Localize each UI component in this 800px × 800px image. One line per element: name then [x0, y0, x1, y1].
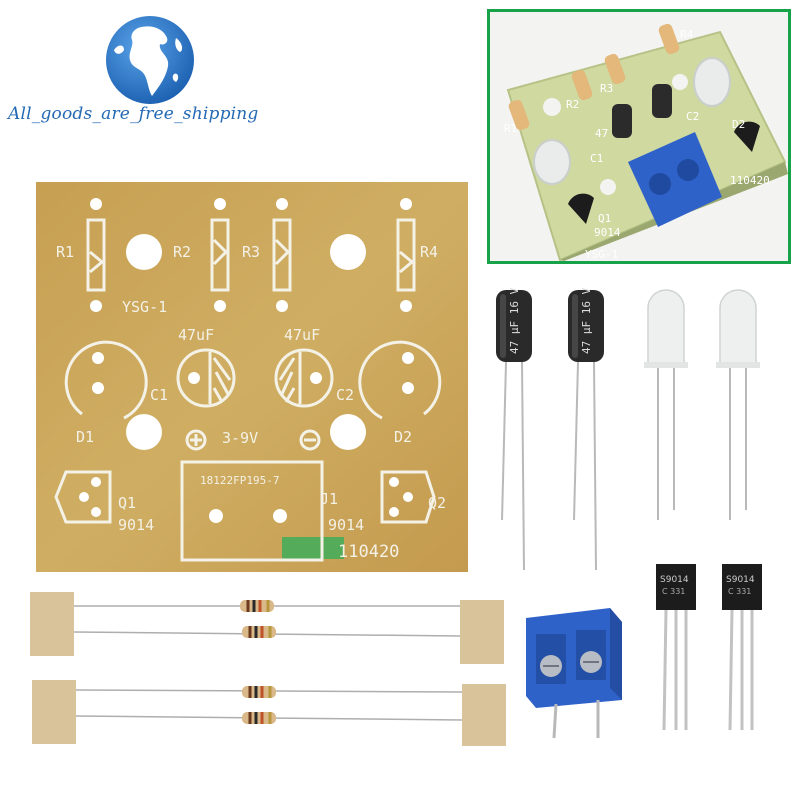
- pcb-label-d2: D2: [394, 428, 413, 446]
- inset-label-r4: R4: [680, 28, 694, 41]
- pcb-label-j1: J1: [320, 490, 339, 508]
- pcb-label-r3: R3: [242, 243, 261, 261]
- pcb-label-d1: D1: [76, 428, 95, 446]
- capacitor-2-label: 47 µF 16 V: [580, 288, 593, 354]
- inset-label-q1-type: 9014: [594, 226, 621, 239]
- pcb-label-r4: R4: [420, 243, 439, 261]
- inset-label-board: YSG-1: [585, 248, 618, 261]
- pcb-label-q2: Q2: [428, 494, 447, 512]
- pcb-label-q2-type: 9014: [328, 516, 365, 534]
- logo-text: All_goods_are_free_shipping: [8, 104, 259, 124]
- pcb-label-date: 110420: [338, 542, 400, 562]
- inset-label-date: 110420: [730, 174, 770, 187]
- globe-logo-icon: [106, 16, 194, 104]
- pcb-board: R1 R2 R3 R4 YSG-1 47uF 47uF C1 C2 D1 D2 …: [36, 182, 468, 572]
- led-2: [716, 289, 760, 520]
- transistors-pair: S9014 C 331 S9014 C 331: [656, 564, 762, 731]
- capacitor-1: 47 µF 16 V: [496, 288, 532, 570]
- transistor-1-label: S9014: [660, 575, 689, 585]
- inset-label-r3: R3: [600, 82, 613, 95]
- led-1: [644, 289, 688, 520]
- transistor-2-code: C 331: [728, 587, 751, 596]
- pcb-label-c2-value: 47uF: [284, 326, 321, 344]
- capacitors-pair: 47 µF 16 V 47 µF 16 V: [496, 288, 604, 570]
- pcb-label-c1: C1: [150, 386, 169, 404]
- pcb-label-chip: 18122FP195-7: [200, 474, 280, 487]
- assembled-board-photo: R1 R2 R3 R4 C1 C2 47 D2 Q1 9014 YSG-1 11…: [487, 9, 791, 264]
- transistor-2: S9014 C 331: [722, 564, 762, 731]
- capacitor-2: 47 µF 16 V: [568, 288, 604, 570]
- transistor-1: S9014 C 331: [656, 564, 696, 731]
- pcb-label-c2: C2: [336, 386, 355, 404]
- inset-label-r1: R1: [504, 122, 517, 135]
- pcb-label-c1-value: 47uF: [178, 326, 215, 344]
- transistor-2-label: S9014: [726, 575, 755, 585]
- pcb-label-r2: R2: [173, 243, 192, 261]
- pcb-label-r1: R1: [56, 243, 75, 261]
- leds-pair: [644, 289, 760, 520]
- inset-label-d2: D2: [732, 118, 745, 131]
- pcb-label-q1: Q1: [118, 494, 137, 512]
- pcb-label-q1-type: 9014: [118, 516, 155, 534]
- resistors-tape: [30, 592, 506, 746]
- terminal-block: [526, 608, 622, 739]
- pcb-label-power: 3-9V: [222, 429, 259, 447]
- inset-label-q1: Q1: [598, 212, 611, 225]
- inset-label-c2: C2: [686, 110, 699, 123]
- inset-label-c1: C1: [590, 152, 603, 165]
- pcb-label-board: YSG-1: [122, 298, 168, 316]
- capacitor-1-label: 47 µF 16 V: [508, 288, 521, 354]
- transistor-1-code: C 331: [662, 587, 685, 596]
- inset-label-r2: R2: [566, 98, 579, 111]
- inset-label-cap-value: 47: [595, 127, 608, 140]
